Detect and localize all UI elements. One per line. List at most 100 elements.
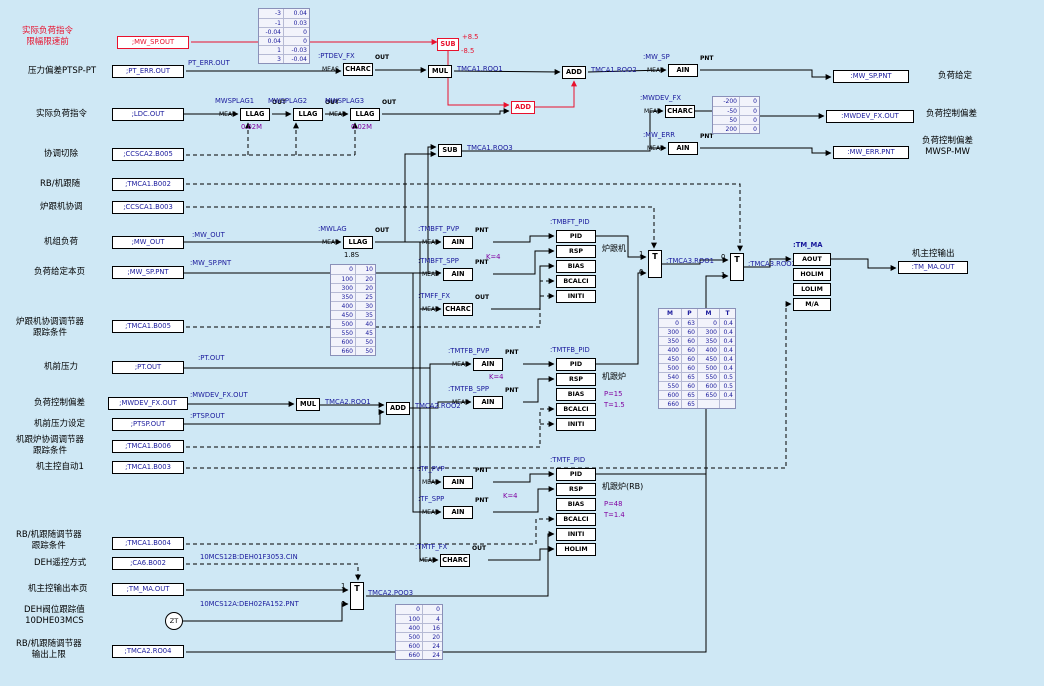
in-pt-out[interactable]: ;PT.OUT (112, 361, 184, 374)
add2-block[interactable]: ADD (386, 402, 410, 415)
zt-tracking-tag[interactable]: ZT (165, 612, 183, 630)
tmtf-pid-row-rsp[interactable]: RSP (556, 483, 596, 496)
in-tm-ma-out[interactable]: ;TM_MA.OUT (112, 583, 184, 596)
llag2-block[interactable]: LLAG (293, 108, 323, 121)
wire-19 (419, 309, 439, 563)
tm-ma-row-m-a[interactable]: M/A (793, 298, 831, 311)
charc-tmtf-block[interactable]: CHARC (440, 554, 470, 567)
sub-limiter-block[interactable]: SUB (437, 38, 459, 51)
in-mw-out[interactable]: ;MW_OUT (112, 236, 184, 249)
llag3-block[interactable]: LLAG (350, 108, 380, 121)
add-red-block[interactable]: ADD (511, 101, 535, 114)
wire-27 (662, 257, 729, 265)
left-label-actual-load-cmd-line-0: 实际负荷指令 (36, 109, 88, 119)
mul1-block[interactable]: MUL (428, 65, 452, 78)
in-ccsca2-b005[interactable]: ;CCSCA2.B005 (112, 148, 184, 161)
ain-tmtfb-spp-block[interactable]: AIN (473, 396, 503, 409)
tmtf-pid-row-initi[interactable]: INITI (556, 528, 596, 541)
charc-curve-cell-2-1: 0 (283, 27, 309, 36)
in-tmca1-b006[interactable]: ;TMCA1.B006 (112, 440, 184, 453)
in-mwdev-fx-out[interactable]: ;MWDEV_FX.OUT (108, 397, 188, 410)
sub2-ref-label: TMCA1.ROO3 (467, 144, 513, 152)
sp-curve-cell-9-0: 660 (331, 346, 355, 355)
out-mw-err-pnt[interactable]: :MW_ERR.PNT (833, 146, 909, 159)
in-ca6-b002[interactable]: ;CA6.B002 (112, 557, 184, 570)
in-tmca1-b004[interactable]: ;TMCA1.B004 (112, 537, 184, 550)
llag-mw-block[interactable]: LLAG (343, 236, 373, 249)
tmtfb-pid-row-bcalci[interactable]: BCALCI (556, 403, 596, 416)
llag1-block[interactable]: LLAG (240, 108, 270, 121)
tm-ma-row-holim[interactable]: HOLIM (793, 268, 831, 281)
tsel-tmca3-roo2-block[interactable]: T (730, 253, 744, 281)
tmbft-pid-row-rsp[interactable]: RSP (556, 245, 596, 258)
tmtfb-pid-row-bias[interactable]: BIAS (556, 388, 596, 401)
ain-mwerr-meas-label: MEAS (647, 145, 664, 152)
in-ldc-out[interactable]: ;LDC.OUT (112, 108, 184, 121)
out-mwdev-fx[interactable]: :MWDEV_FX.OUT (826, 110, 914, 123)
ain-tmbft-pvp-block[interactable]: AIN (443, 236, 473, 249)
charc-curve-cell-0-1: 0.04 (283, 9, 309, 18)
tm-ma-title: :TM_MA (793, 241, 823, 249)
ain-mwsp-block[interactable]: AIN (668, 64, 698, 77)
tmbft-pid-row-bias[interactable]: BIAS (556, 260, 596, 273)
charc-mwdev-block[interactable]: CHARC (665, 105, 695, 118)
out-mw-sp-pnt[interactable]: :MW_SP.PNT (833, 70, 909, 83)
in-tmca2-ro04[interactable]: ;TMCA2.RO04 (112, 645, 184, 658)
pid-param-table-header-cell-3: T (719, 309, 735, 318)
tm-ma-row-aout[interactable]: AOUT (793, 253, 831, 266)
in-tmca1-b005[interactable]: ;TMCA1.B005 (112, 320, 184, 333)
in-mw-sp-pnt[interactable]: ;MW_SP.PNT (112, 266, 184, 279)
charc-tmff-out-label: OUT (475, 294, 490, 301)
tmtfb-pid-row-pid[interactable]: PID (556, 358, 596, 371)
zt-curve-cell-1-1: 4 (422, 614, 442, 623)
tmtf-pid-row-bcalci[interactable]: BCALCI (556, 513, 596, 526)
tmbft-pid-row-initi[interactable]: INITI (556, 290, 596, 303)
tsel-tmca3-roo1-block[interactable]: T (648, 250, 662, 278)
tmtfb-pid-row-initi[interactable]: INITI (556, 418, 596, 431)
ain-tf-spp-block[interactable]: AIN (443, 506, 473, 519)
in-pt-err-out[interactable]: ;PT_ERR.OUT (112, 65, 184, 78)
wire-32 (429, 368, 442, 485)
ain-tmbft-spp-block[interactable]: AIN (443, 268, 473, 281)
wire-12 (700, 147, 832, 156)
ain-tf-pvp-block[interactable]: AIN (443, 476, 473, 489)
ain-tf-spp-out-label: PNT (475, 497, 489, 504)
llag1-meas-label: MEAS (219, 111, 236, 118)
tmtfb-pid-row-rsp[interactable]: RSP (556, 373, 596, 386)
sub2-block[interactable]: SUB (438, 144, 462, 157)
deadband-curve-cell-0-0: -200 (723, 98, 737, 105)
pid-param-table-cell-1-0: 300 (659, 327, 681, 336)
charc-tmff-block[interactable]: CHARC (443, 303, 473, 316)
tmtf-pid-row-bias[interactable]: BIAS (556, 498, 596, 511)
left-label-load-control-dev-line-0: 负荷控制偏差 (34, 398, 86, 408)
in-tmca1-b003[interactable]: ;TMCA1.B003 (112, 461, 184, 474)
in-tmca1-b002[interactable]: ;TMCA1.B002 (112, 178, 184, 191)
left-label-load-control-dev: 负荷控制偏差 (34, 398, 85, 409)
in-mw-sp-out[interactable]: ;MW_SP.OUT (117, 36, 189, 49)
tmtf-pid-row-pid[interactable]: PID (556, 468, 596, 481)
left-label-rb-follow-tracking: RB/机跟随调节器跟踪条件 (16, 530, 82, 551)
mul2-block[interactable]: MUL (296, 398, 320, 411)
in-ccsca1-b003[interactable]: ;CCSCA1.B003 (112, 201, 184, 214)
tmtf-pid-row-holim[interactable]: HOLIM (556, 543, 596, 556)
pid-param-table-cell-6-2: 550 (697, 372, 719, 381)
out-tm-ma[interactable]: :TM_MA.OUT (898, 261, 968, 274)
sp-curve-cell-1-1: 20 (355, 274, 375, 283)
tmbft-pid-row-pid[interactable]: PID (556, 230, 596, 243)
left-label-actual-load-cmd-before-limit-line-1: 限幅限速前 (26, 36, 69, 47)
llag3-gain-label: 0.02M (351, 123, 372, 131)
add1-block[interactable]: ADD (562, 66, 586, 79)
ain-tmtfb-pvp-block[interactable]: AIN (473, 358, 503, 371)
charc-curve-cell-1-1: 0.03 (283, 18, 309, 27)
annotation-mw-sp-pnt-wire: :MW_SP.PNT (190, 259, 232, 267)
tsel-tmca2-poo3-block[interactable]: T (350, 582, 364, 610)
in-ptsp-out[interactable]: ;PTSP.OUT (112, 418, 184, 431)
ain-mwerr-block[interactable]: AIN (668, 142, 698, 155)
tm-ma-row-lolim[interactable]: LOLIM (793, 283, 831, 296)
charc-ptdev-block[interactable]: CHARC (343, 63, 373, 76)
tmbft-pid-row-bcalci[interactable]: BCALCI (556, 275, 596, 288)
sp-curve-cell-2-0: 300 (331, 283, 355, 292)
